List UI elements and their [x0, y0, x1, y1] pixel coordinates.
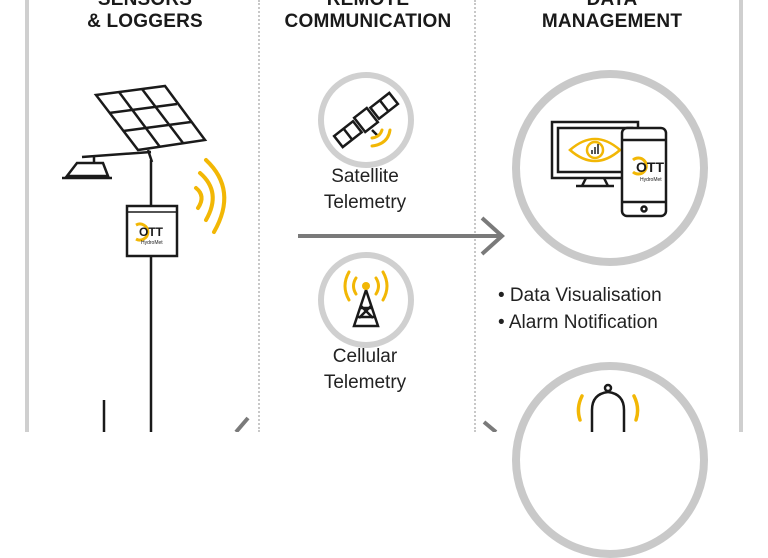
satellite-icon — [332, 91, 400, 149]
data-management-title: DATA MANAGEMENT — [512, 0, 712, 33]
bell-ring-icon — [576, 394, 640, 422]
column-divider-1 — [258, 0, 260, 432]
data-management-bullets: • Data Visualisation • Alarm Notificatio… — [498, 282, 662, 336]
caption-line: Telemetry — [323, 192, 407, 213]
caption-line: Satellite — [331, 166, 399, 187]
caption-line: Cellular — [332, 346, 398, 367]
alarm-bell-icon — [590, 383, 626, 432]
cell-tower-icon — [352, 286, 380, 328]
illustration-layer: OTT HydroMet — [62, 84, 668, 432]
remote-communication-title: REMOTE COMMUNICATION — [268, 0, 468, 33]
sensor-head-icon — [62, 161, 112, 180]
title-line: DATA — [512, 0, 712, 11]
phone-logo-text: OTT — [636, 159, 664, 175]
solar-panel-icon — [93, 84, 208, 163]
wireless-signal-icon — [194, 158, 227, 234]
eye-bars — [591, 144, 599, 154]
title-line: MANAGEMENT — [541, 11, 683, 32]
frame-right-border — [739, 0, 743, 432]
phone-logo-mark — [632, 156, 648, 176]
tower-signal-icon — [343, 270, 389, 302]
phone-logo-subtext: HydroMet — [640, 177, 662, 183]
tower-beacon — [362, 282, 370, 290]
arrow-return-left — [234, 416, 250, 432]
satellite-telemetry-label: Satellite Telemetry — [290, 164, 440, 216]
title-line: COMMUNICATION — [284, 11, 452, 32]
sensor-pole — [81, 150, 153, 432]
bullet-alarm-notification: • Alarm Notification — [498, 312, 658, 333]
arrow-partial-right — [482, 420, 498, 432]
frame-left-border — [25, 0, 29, 432]
satellite-signal-icon — [370, 128, 392, 148]
data-visualisation-circle — [512, 70, 708, 266]
logger-logo-text: OTT — [139, 225, 164, 239]
logger-logo-subtext: HydroMet — [141, 240, 163, 246]
column-divider-2 — [474, 0, 476, 432]
sensors-loggers-title: SENSORS & LOGGERS — [60, 0, 230, 33]
data-logger-box: OTT HydroMet — [125, 204, 179, 258]
eye-chart-icon — [568, 137, 622, 163]
cellular-telemetry-label: Cellular Telemetry — [290, 344, 440, 396]
arrow-to-data-management — [298, 216, 505, 256]
caption-line: Telemetry — [323, 372, 407, 393]
cellular-circle — [318, 252, 414, 348]
title-line: SENSORS — [60, 0, 230, 11]
bullet-data-visualisation: • Data Visualisation — [498, 285, 662, 306]
satellite-circle — [318, 72, 414, 168]
title-line: & LOGGERS — [87, 11, 203, 32]
title-line: REMOTE — [268, 0, 468, 11]
